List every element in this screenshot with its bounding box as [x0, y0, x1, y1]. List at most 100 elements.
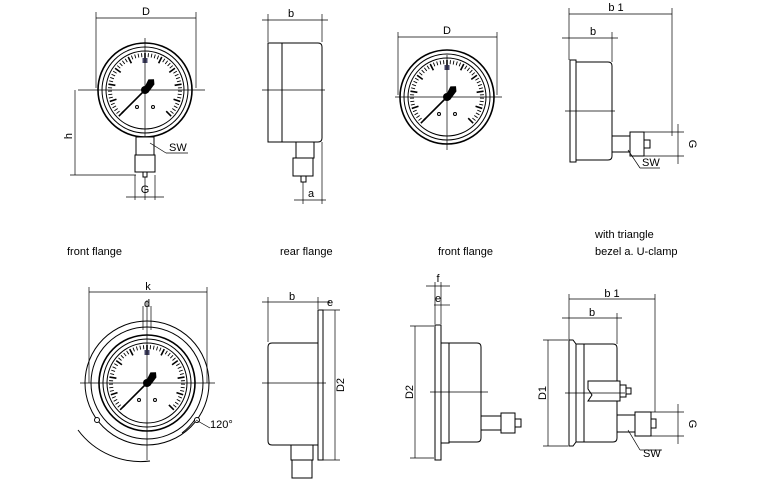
dim-b-label: b: [289, 291, 295, 303]
scale-tick: [174, 73, 179, 77]
scale-tick: [116, 110, 120, 114]
dim-G-label: G: [141, 184, 150, 196]
scale-tick: [132, 347, 135, 352]
scale-tick: [137, 53, 140, 58]
scale-tick: [123, 352, 127, 357]
scale-tick: [413, 80, 418, 84]
gauge-side-view-back-connection: b 1 b G SW: [562, 2, 698, 169]
dim-b-label: b: [288, 8, 294, 20]
scale-tick: [157, 56, 163, 64]
dim-h-label: h: [63, 133, 75, 139]
scale-tick: [176, 80, 181, 83]
scale-tick: [111, 369, 116, 372]
dim-b-label: b: [590, 26, 596, 38]
scale-tick: [160, 348, 165, 356]
scale-tick: [174, 401, 179, 405]
scale-tick: [109, 376, 117, 379]
scale-tick: [423, 67, 428, 72]
scale-tick: [118, 357, 122, 361]
scale-tick: [110, 102, 115, 106]
screw-icon: [153, 398, 157, 402]
scale-tick: [117, 404, 122, 408]
scale-tick: [108, 96, 113, 99]
dim-b1-label: b 1: [604, 288, 619, 300]
scale-tick: [464, 65, 468, 70]
dim-a-label: a: [308, 188, 315, 200]
scale-tick: [475, 77, 480, 81]
scale-tick: [169, 354, 174, 359]
scale-tick: [162, 58, 166, 63]
scale-tick: [171, 360, 179, 366]
scale-tick: [476, 90, 484, 94]
dim-D-label: D: [443, 25, 451, 37]
gauge-side-view-front-flange: f e D2: [404, 273, 522, 461]
scale-tick: [110, 391, 118, 396]
scale-tick: [176, 398, 181, 402]
scale-tick: [129, 348, 134, 356]
dim-SW-label: SW: [169, 142, 187, 154]
pointer-needle: [122, 382, 148, 408]
scale-tick: [458, 62, 462, 67]
scale-tick: [429, 63, 435, 71]
dim-SW-label: SW: [642, 157, 660, 169]
dim-e-label: e: [435, 293, 441, 305]
scale-tick: [116, 65, 121, 69]
scale-tick: [111, 396, 116, 399]
caption-triangle-bezel: with triangle: [594, 229, 654, 241]
gauge-side-view-u-clamp: b 1 b D1 G SW: [537, 288, 698, 460]
scale-tick: [426, 65, 430, 70]
dim-b-label: b: [589, 307, 595, 319]
caption-front-flange-2: front flange: [438, 246, 493, 258]
scale-tick: [452, 60, 455, 65]
scale-tick: [124, 58, 128, 63]
scale-tick: [164, 350, 168, 355]
scale-tick: [153, 54, 156, 59]
scale-tick: [169, 65, 174, 69]
caption-front-flange: front flange: [67, 246, 122, 258]
scale-tick: [165, 110, 172, 117]
scale-tick: [418, 72, 423, 76]
scale-tick: [111, 73, 116, 77]
screw-icon: [135, 105, 139, 109]
caption-u-clamp: bezel a. U-clamp: [595, 246, 678, 258]
scale-tick: [114, 108, 118, 112]
screw-icon: [151, 105, 155, 109]
scale-tick: [130, 55, 134, 60]
dim-e-label: e: [327, 297, 333, 309]
dim-D2-label: D2: [404, 385, 416, 399]
scale-tick: [114, 363, 118, 367]
scale-tick: [164, 60, 169, 65]
scale-tick: [476, 80, 481, 84]
dim-D2-label: D2: [335, 378, 347, 392]
scale-tick: [110, 77, 115, 80]
dim-G-label: G: [686, 140, 698, 149]
scale-tick: [167, 62, 171, 67]
scale-tick: [467, 117, 474, 124]
screw-icon: [137, 398, 141, 402]
scale-tick: [109, 389, 114, 392]
scale-tick: [168, 404, 175, 411]
dim-k-label: k: [145, 281, 151, 293]
scale-tick: [156, 346, 159, 351]
scale-tick: [112, 366, 117, 369]
scale-tick: [115, 360, 123, 366]
dim-angle-label: 120°: [210, 419, 233, 431]
scale-tick: [432, 62, 436, 67]
scale-tick: [159, 347, 162, 352]
scale-tick: [470, 74, 478, 81]
dim-SW-label: SW: [643, 448, 661, 460]
scale-tick: [134, 54, 137, 59]
scale-tick: [416, 115, 420, 119]
scale-tick: [109, 98, 117, 103]
scale-tick: [126, 350, 130, 355]
scale-tick: [112, 105, 117, 109]
scale-tick: [455, 61, 458, 66]
scale-tick: [172, 108, 176, 112]
scale-tick: [156, 55, 160, 60]
scale-tick: [120, 354, 125, 359]
scale-tick: [421, 69, 425, 74]
scale-tick: [479, 103, 484, 106]
scale-tick: [113, 398, 118, 402]
scale-tick: [121, 60, 126, 65]
